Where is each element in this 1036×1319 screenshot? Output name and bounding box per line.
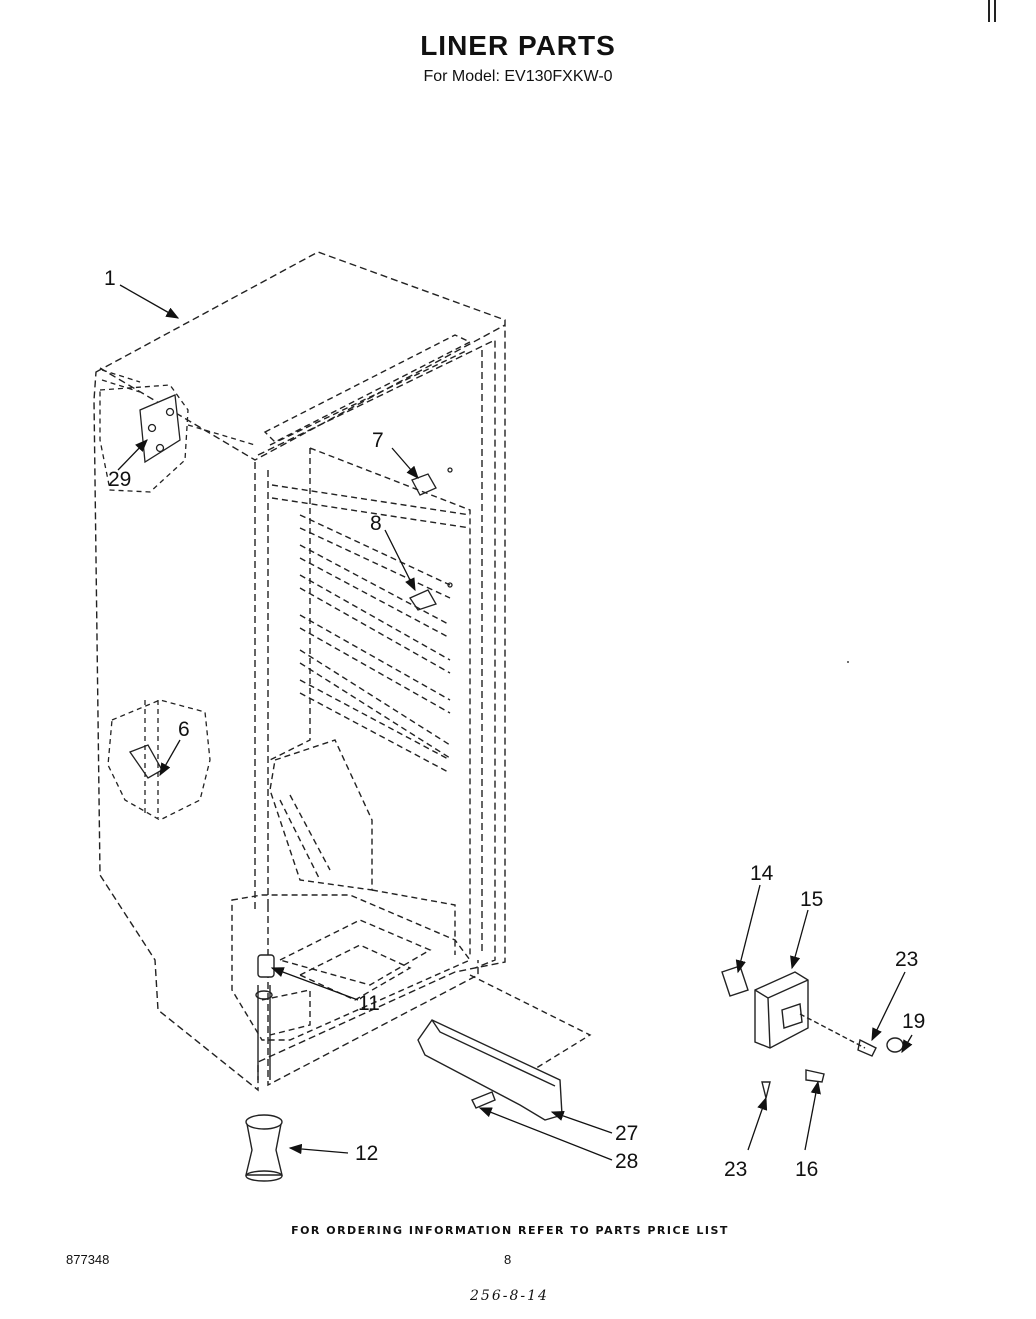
callout-8: 8 bbox=[370, 512, 382, 535]
leader-19 bbox=[901, 1034, 913, 1054]
callout-16: 16 bbox=[795, 1158, 818, 1181]
callout-23-lower: 23 bbox=[724, 1158, 747, 1181]
callout-1: 1 bbox=[104, 267, 116, 290]
callout-12: 12 bbox=[355, 1142, 378, 1165]
cabinet-liner bbox=[93, 251, 592, 1092]
control-knob bbox=[886, 1037, 904, 1053]
shelf-support-upper bbox=[411, 467, 453, 496]
mounting-screws bbox=[761, 1038, 877, 1099]
callout-7: 7 bbox=[372, 429, 384, 452]
leader-11 bbox=[270, 967, 359, 1001]
leader-23-lower bbox=[747, 1096, 768, 1151]
ordering-note: FOR ORDERING INFORMATION REFER TO PARTS … bbox=[291, 1224, 729, 1237]
leader-23-upper bbox=[871, 971, 906, 1042]
leader-28 bbox=[478, 1107, 613, 1161]
callout-6: 6 bbox=[178, 718, 190, 741]
stray-mark bbox=[847, 661, 849, 663]
document-number: 877348 bbox=[66, 1252, 110, 1267]
control-housing bbox=[754, 971, 866, 1049]
leader-7 bbox=[391, 447, 419, 479]
model-subtitle: For Model: EV130FXKW-0 bbox=[423, 68, 613, 85]
callout-15: 15 bbox=[800, 888, 823, 911]
callout-11: 11 bbox=[358, 992, 380, 1015]
callout-19: 19 bbox=[902, 1010, 925, 1033]
leader-6 bbox=[159, 739, 181, 777]
leader-lines bbox=[117, 284, 913, 1161]
door-stop-inset bbox=[107, 699, 211, 821]
handwritten-code: 256-8-14 bbox=[470, 1288, 549, 1304]
leveling-leg bbox=[255, 954, 275, 1080]
control-connector bbox=[721, 965, 749, 997]
leader-1 bbox=[119, 284, 180, 319]
callout-23-upper: 23 bbox=[895, 948, 918, 971]
bracket-screw bbox=[471, 1091, 496, 1109]
leader-15 bbox=[790, 909, 809, 970]
leveling-foot bbox=[245, 1114, 283, 1182]
leader-8 bbox=[384, 529, 416, 592]
leader-29 bbox=[117, 439, 148, 471]
callout-27: 27 bbox=[615, 1122, 638, 1145]
leveling-bracket bbox=[417, 1019, 563, 1121]
leader-14 bbox=[735, 884, 761, 974]
hinge-inset bbox=[99, 369, 256, 493]
page-number: 8 bbox=[504, 1252, 512, 1267]
leader-16 bbox=[804, 1080, 821, 1151]
shelf-support-lower bbox=[409, 582, 453, 611]
leader-27 bbox=[550, 1110, 613, 1134]
page-title: LINER PARTS bbox=[420, 30, 616, 61]
callout-29: 29 bbox=[108, 468, 131, 491]
corner-mark bbox=[988, 0, 996, 22]
callout-28: 28 bbox=[615, 1150, 638, 1173]
callout-14: 14 bbox=[750, 862, 774, 885]
leader-12 bbox=[288, 1143, 349, 1155]
